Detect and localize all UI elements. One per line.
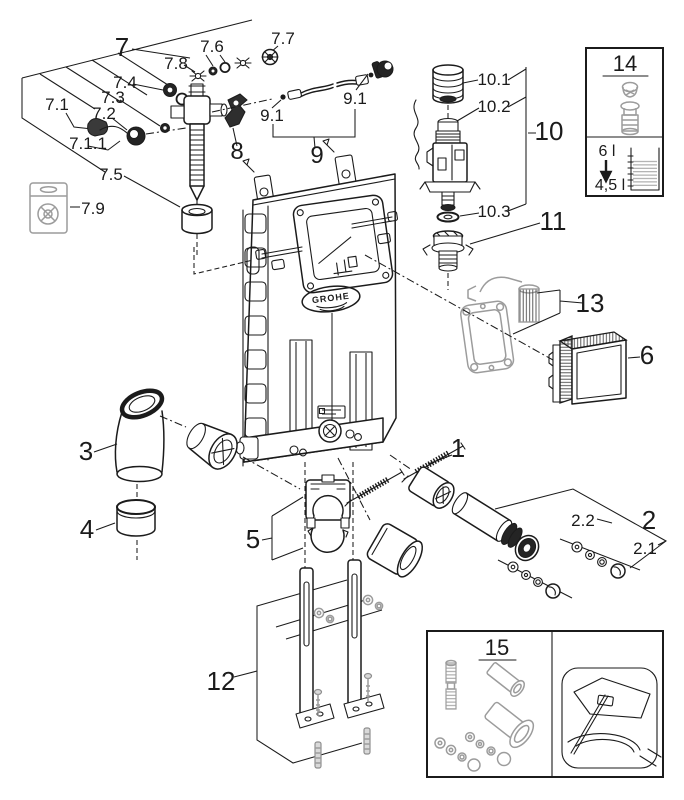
part-10-2-valve-body [419,117,481,211]
grohe-logo-text: GROHE [311,291,350,306]
callout-1-label: 1 [451,433,465,463]
callout-2-2-label: 2.2 [571,511,595,530]
main-cistern-body: GROHE [193,138,398,467]
box14-flush-volume [599,147,660,191]
callout-6-label: 6 [640,340,654,370]
callout-4-label: 4 [80,514,94,544]
callout-2-1-label: 2.1 [633,539,657,558]
part-5-pipe-clamps [261,462,354,570]
callout-7-4-label: 7.4 [113,73,137,92]
rail-left [295,567,335,729]
inset-box-15 [426,630,664,778]
callout-7-7-label: 7.7 [271,29,295,48]
part-7-8-screw [189,70,207,82]
inset-14-number: 14 [613,51,637,76]
rail-bolts [313,672,373,769]
part-7-9-seal-bag [29,182,80,234]
callout-7-9-label: 7.9 [81,199,105,218]
wall-bracket-right [322,138,357,187]
callout-7-label: 7 [115,32,129,62]
part-6-inspection-box [548,331,641,405]
inset-14-flush-from: 6 l [599,143,616,160]
inset-15-number: 15 [485,635,509,660]
part-7-7-screw-cap [261,48,279,66]
part-10-flush-valve [413,64,536,223]
part-4-sleeve-ring [95,484,156,560]
part-7-6-washers [208,57,252,76]
hose-connector [371,60,394,79]
part-7-1-elbow [87,118,109,137]
callout-9-1-right-label: 9.1 [343,89,367,108]
clamp-upper [305,474,351,529]
part-7-fill-valve-body [170,83,228,208]
callout-5-label: 5 [246,524,260,554]
callout-9-label: 9 [310,142,323,169]
part-7-1-hose [99,125,128,134]
inset-14-flush-to: 4,5 l [595,177,625,194]
protection-cap [366,523,424,578]
callout-10-1-label: 10.1 [477,70,510,89]
callout-7-3-label: 7.3 [101,88,125,107]
callout-7-6-label: 7.6 [200,37,224,56]
fastener-row-lower [497,559,573,599]
part-11-outlet-seat [422,222,541,290]
callout-13-label: 13 [576,288,605,318]
clamp-lower-clip [307,527,349,553]
group-7-fill-valve [21,19,279,258]
rail-right [343,559,385,719]
connector-cone [186,422,238,470]
valve-wire [413,99,420,170]
rail-fasteners [313,594,384,624]
callout-7-1-1-label: 7.1.1 [69,134,107,153]
gasket-frame [460,300,515,374]
callout-10-2-label: 10.2 [477,97,510,116]
body-side-ribs [242,205,269,467]
callout-7-8-label: 7.8 [164,54,188,73]
callout-labels: 7 7.6 7.7 7.8 7.4 7.3 7.2 7.1 7.1.1 7.5 … [45,29,657,696]
group-12-foot-rails [233,559,385,769]
callout-7-2-label: 7.2 [92,104,116,123]
callout-7-5-label: 7.5 [99,165,123,184]
grohe-logo: GROHE [301,285,361,313]
part-7-5-sleeve [181,203,213,235]
part-10-1-float-cylinder [432,64,464,104]
callout-12-label: 12 [207,666,236,696]
part-2-cap-cylinder [408,466,455,509]
access-window [292,194,394,294]
gasket-bracket [467,276,540,323]
callout-10-label: 10 [535,116,564,146]
callout-2-label: 2 [642,505,656,535]
part-8-clip [224,93,248,147]
box15-wc-sketch [561,667,662,769]
callout-10-3-label: 10.3 [477,202,510,221]
part-13-gasket-set [364,254,584,374]
part-3-flush-bend [93,388,187,483]
callout-11-label: 11 [540,206,567,236]
callout-3-label: 3 [79,436,93,466]
part-2-spacer-sleeve [451,492,523,548]
callout-9-1-left-label: 9.1 [260,106,284,125]
box14-parts [620,81,640,136]
body-bottom-shelf [235,417,384,463]
part-7-2-knob [126,126,146,146]
part-9-hose [211,60,394,149]
inset-box-14 [585,47,664,197]
fastener-row-upper [559,538,641,579]
part-10-3-seal-washer [436,211,460,223]
callout-8-label: 8 [230,138,243,165]
part-2-grommet [514,534,540,562]
body-label-sticker [317,405,346,419]
box15-parts [434,659,535,772]
callout-7-1-label: 7.1 [45,95,69,114]
group-2-fittings [389,454,667,599]
